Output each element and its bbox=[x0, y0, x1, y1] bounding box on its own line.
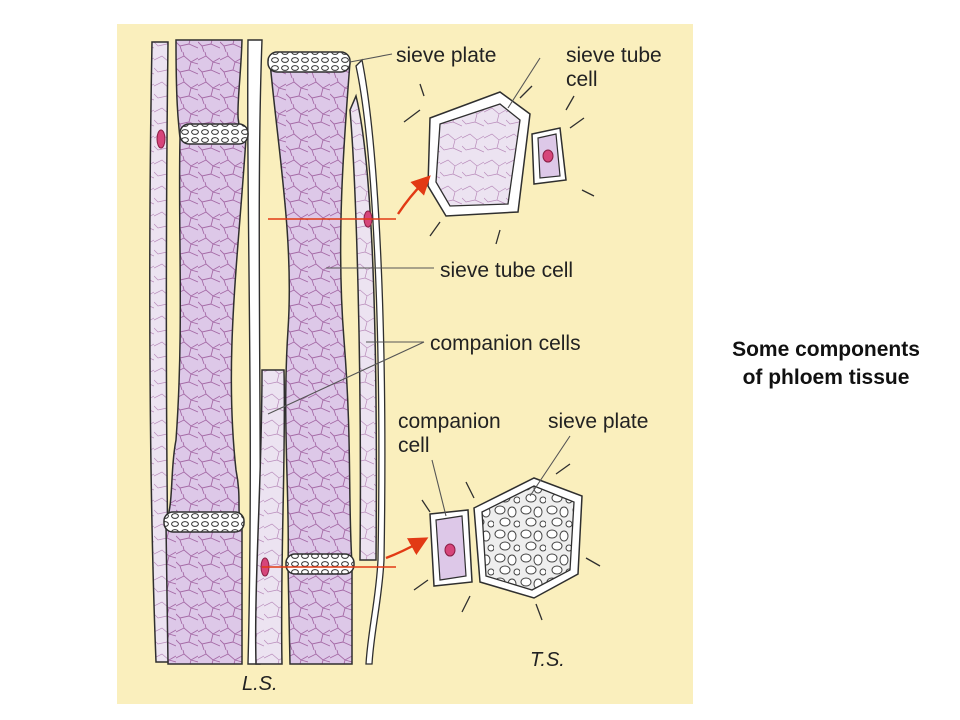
caption-line-1: Some components bbox=[732, 338, 920, 361]
ls-sieve-tube-1 bbox=[165, 39, 247, 665]
ts-sieve-plate bbox=[481, 485, 575, 591]
nucleus bbox=[444, 543, 456, 557]
ls-sieve-plate-4 bbox=[285, 553, 355, 575]
label-sieve-plate-top: sieve plate bbox=[396, 44, 496, 67]
ts-sieve-tube-cell bbox=[435, 103, 521, 207]
ls-companion-cell-middle bbox=[254, 369, 286, 665]
label-ls: L.S. bbox=[242, 673, 278, 695]
section-arrows bbox=[262, 175, 431, 568]
label-sieve-plate-bottom: sieve plate bbox=[548, 410, 648, 433]
transverse-section-top bbox=[403, 83, 595, 245]
label-companion-cell-2: cell bbox=[398, 434, 430, 457]
caption-line-2: of phloem tissue bbox=[742, 366, 910, 389]
transverse-section-bottom bbox=[413, 463, 601, 621]
ls-sieve-plate-3 bbox=[163, 511, 245, 533]
longitudinal-section bbox=[149, 39, 386, 665]
label-companion-cells: companion cells bbox=[430, 332, 581, 355]
label-sieve-tube-cell-top-1: sieve tube bbox=[566, 44, 662, 67]
nucleus bbox=[542, 149, 554, 163]
label-ts: T.S. bbox=[530, 649, 565, 671]
label-sieve-tube-cell-top-2: cell bbox=[566, 68, 598, 91]
ls-sieve-plate-1 bbox=[267, 51, 351, 73]
figure-caption: Some components of phloem tissue bbox=[692, 336, 960, 392]
leader-lines bbox=[267, 53, 571, 517]
label-companion-cell-1: companion bbox=[398, 410, 501, 433]
nucleus bbox=[156, 129, 166, 149]
ls-sieve-plate-2 bbox=[179, 123, 249, 145]
ls-sieve-tube-2 bbox=[269, 61, 353, 665]
label-sieve-tube-cell-mid: sieve tube cell bbox=[440, 259, 573, 282]
